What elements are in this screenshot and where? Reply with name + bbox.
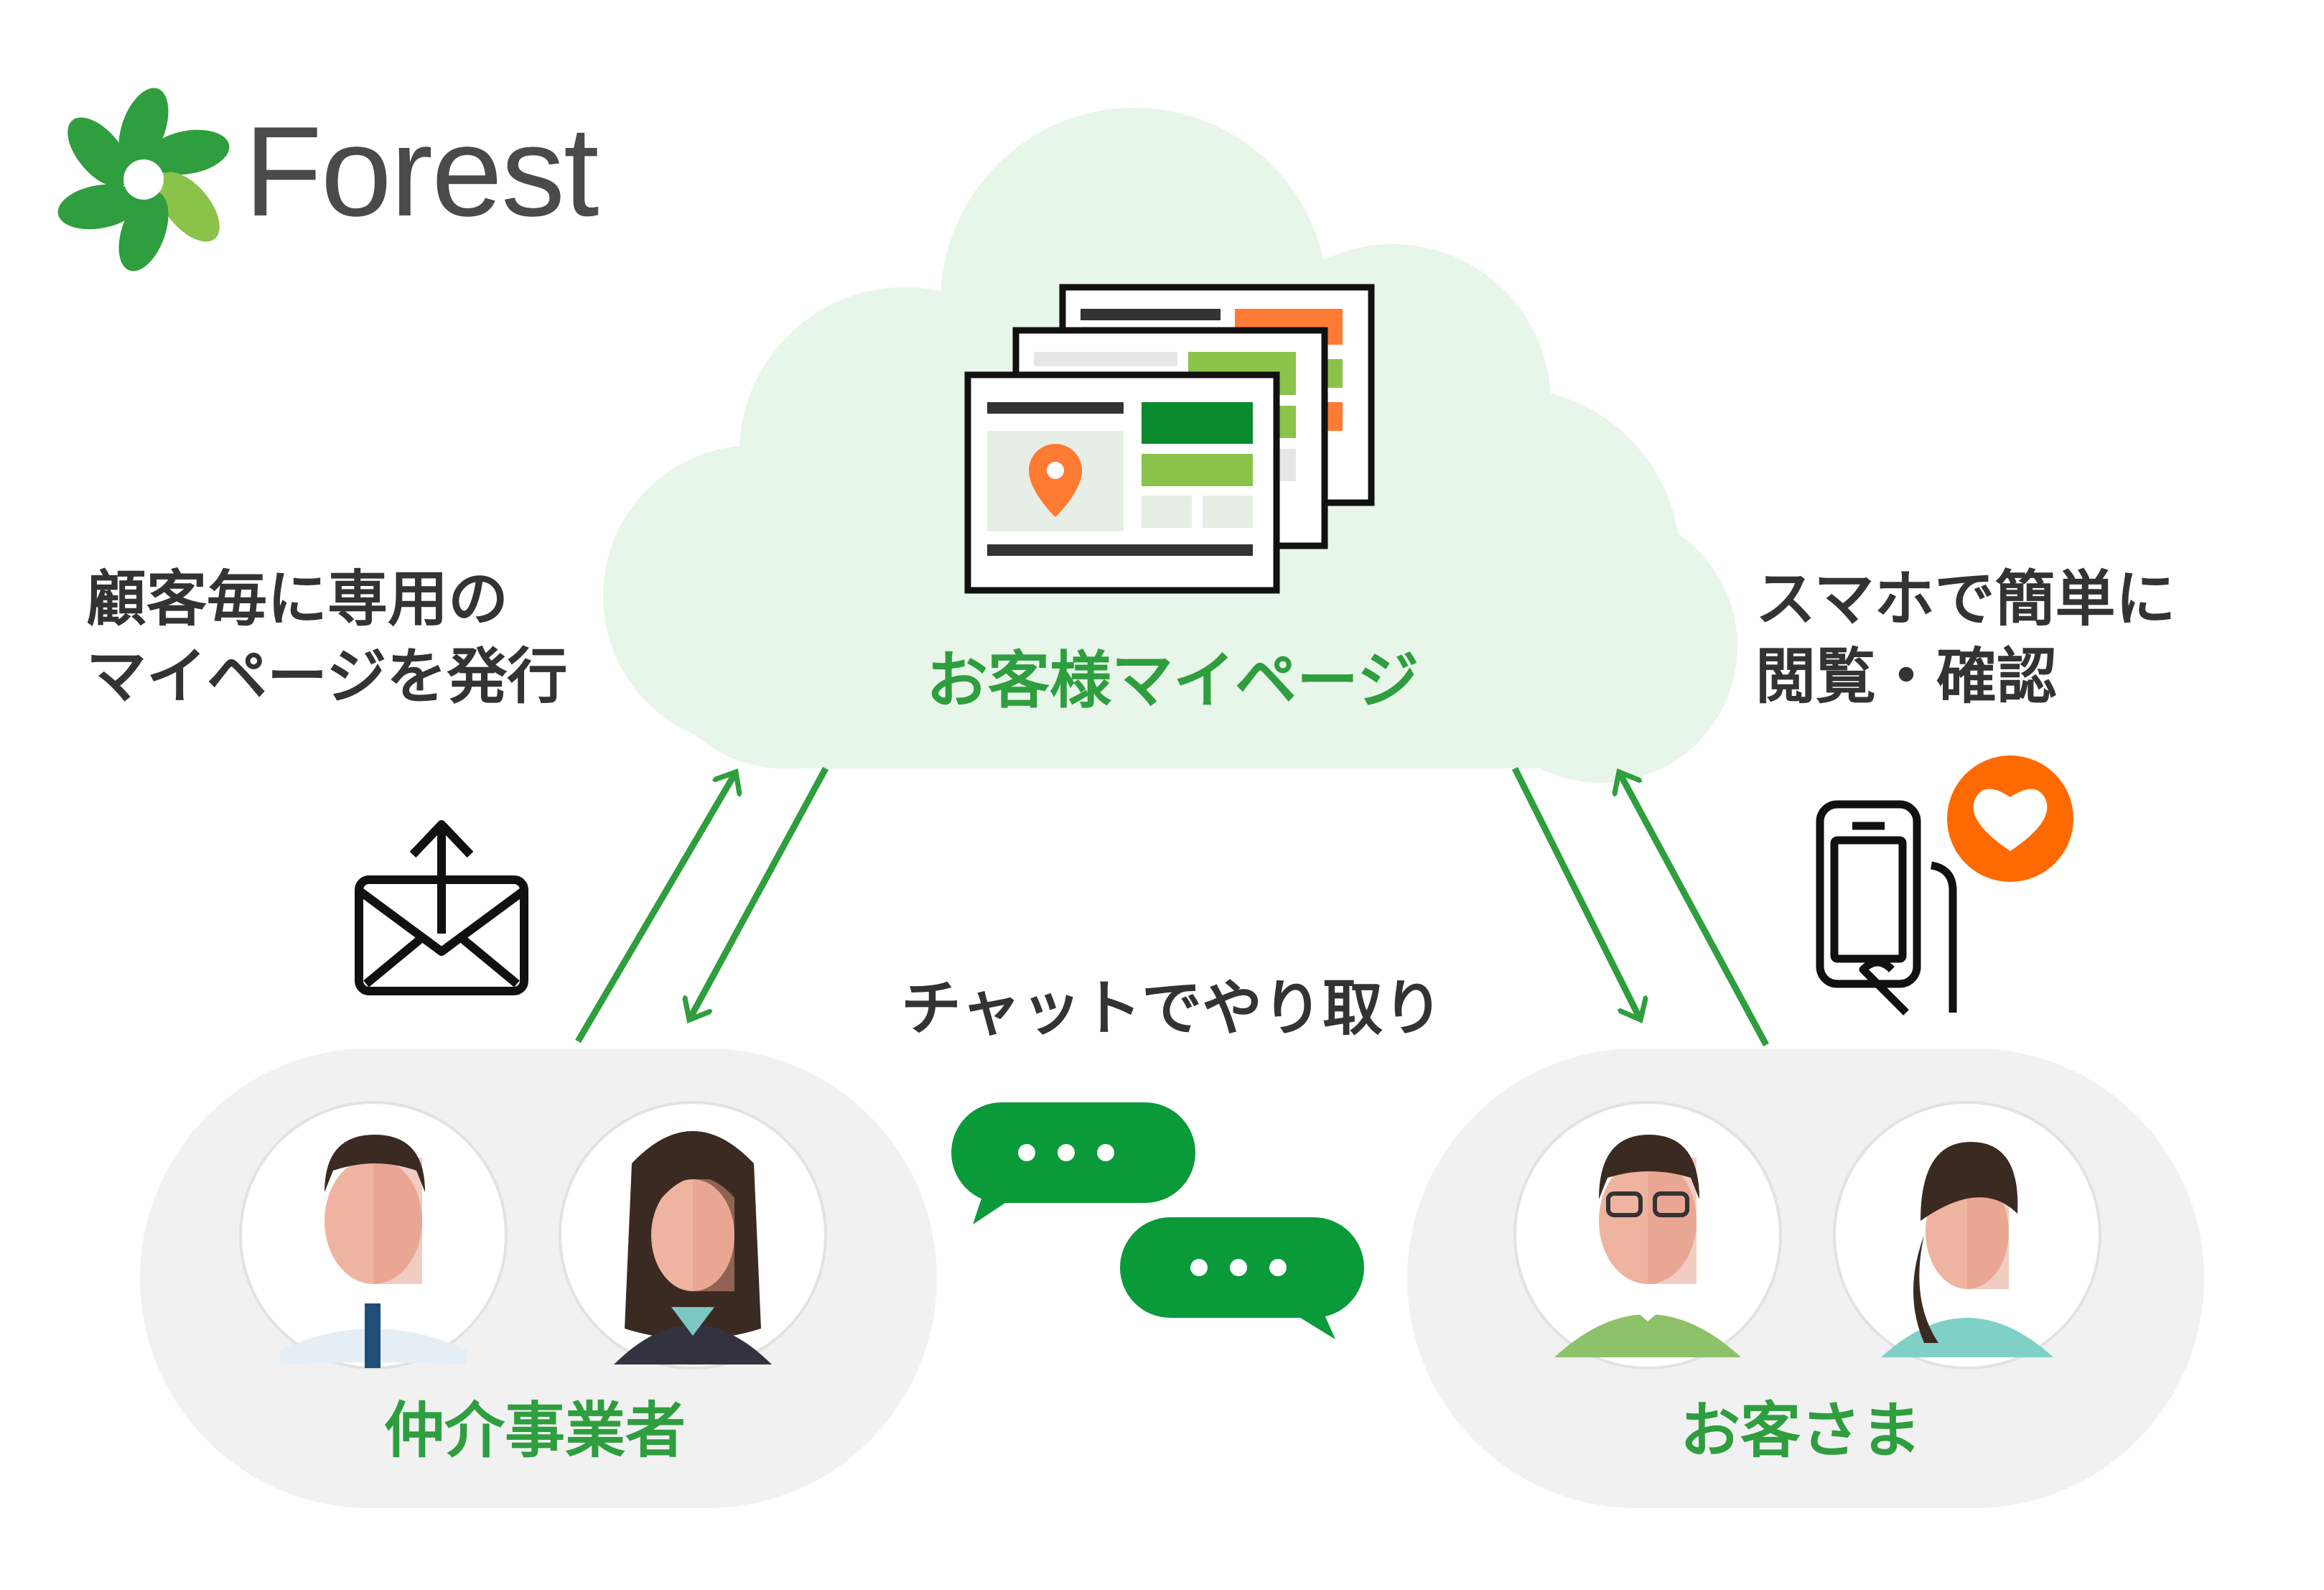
customer-label: お客さま xyxy=(1680,1395,1922,1466)
caption-right: スマホで簡単に 閲覧・確認 xyxy=(1755,560,2175,715)
person-avatar-icon xyxy=(239,1101,508,1370)
browser-windows-icon xyxy=(964,284,1375,594)
caption-left-line2: マイページを発行 xyxy=(86,641,568,712)
chat-bubble-icon xyxy=(951,1102,1195,1224)
caption-left-line1: 顧客毎に専用の xyxy=(86,564,509,634)
person-avatar-icon xyxy=(1833,1101,2101,1370)
heart-icon xyxy=(1947,756,2073,882)
person-avatar-icon xyxy=(559,1101,827,1370)
person-avatar-icon xyxy=(1513,1101,1782,1370)
mail-send-icon xyxy=(355,820,528,995)
cloud-label: お客様マイページ xyxy=(926,645,1419,717)
leaf-logo-icon xyxy=(57,88,230,271)
caption-right-line1: スマホで簡単に xyxy=(1755,564,2176,634)
map-pin-icon xyxy=(1029,444,1082,517)
caption-left: 顧客毎に専用の マイページを発行 xyxy=(86,560,567,715)
arrow-icon xyxy=(575,766,1769,1047)
broker-label: 仲介事業者 xyxy=(384,1395,686,1466)
logo-text: Forest xyxy=(244,100,599,243)
caption-right-line2: 閲覧・確認 xyxy=(1755,641,2058,712)
smartphone-icon xyxy=(1816,800,1957,1015)
caption-chat: チャットでやり取り xyxy=(901,973,1444,1043)
chat-bubble-icon xyxy=(1120,1217,1364,1339)
